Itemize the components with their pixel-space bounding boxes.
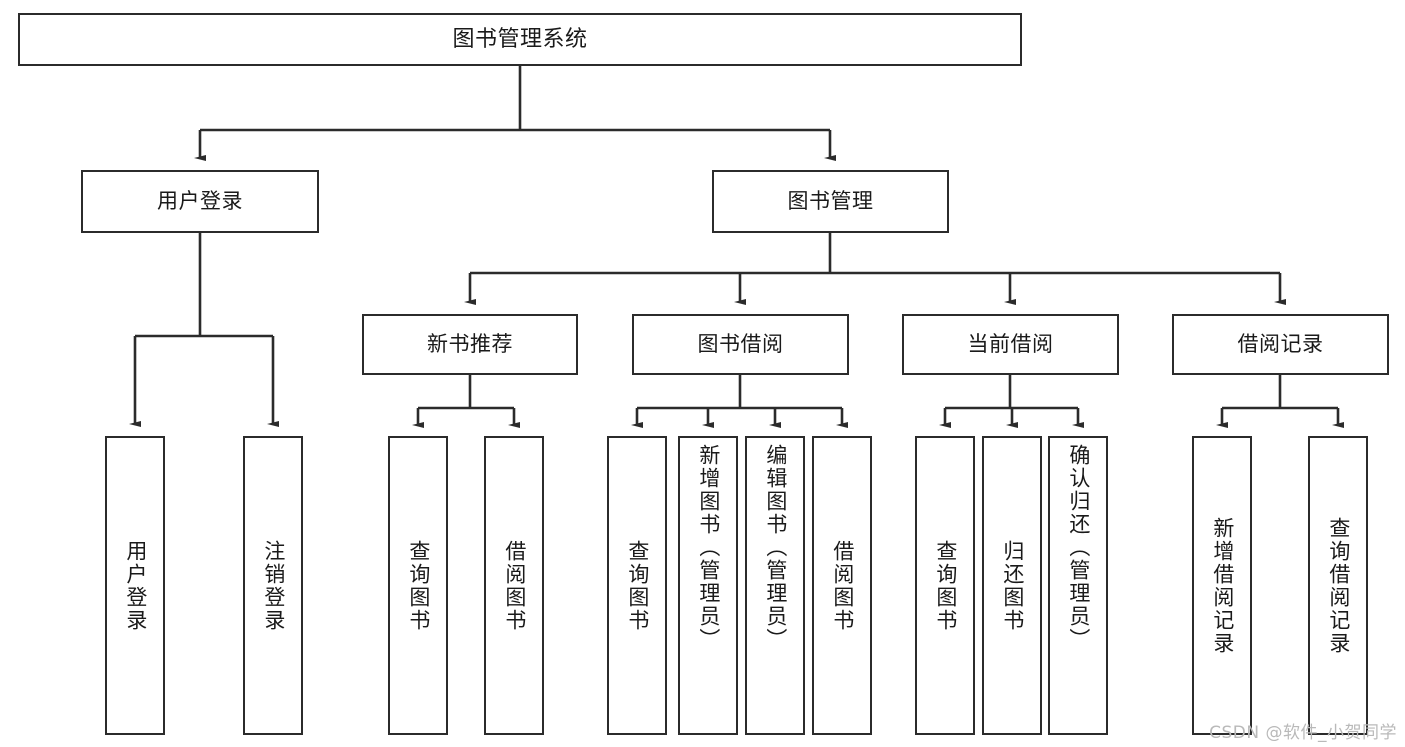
node-leaf-query-borrow-record-label: 查询借阅记录 bbox=[1326, 516, 1351, 655]
node-current-borrow[interactable]: 当前借阅 bbox=[902, 314, 1119, 375]
node-leaf-confirm-return-admin[interactable]: 确认归还（管理员） bbox=[1048, 436, 1108, 735]
node-new-book-recommend[interactable]: 新书推荐 bbox=[362, 314, 578, 375]
node-leaf-borrow-book[interactable]: 借阅图书 bbox=[812, 436, 872, 735]
node-borrow-record-label: 借阅记录 bbox=[1237, 332, 1324, 357]
node-leaf-user-login[interactable]: 用户登录 bbox=[105, 436, 165, 735]
node-leaf-query-borrow-record[interactable]: 查询借阅记录 bbox=[1308, 436, 1368, 735]
node-leaf-logout-login-label: 注销登录 bbox=[261, 539, 286, 632]
node-leaf-user-login-label: 用户登录 bbox=[123, 539, 148, 632]
node-leaf-return-book-label: 归还图书 bbox=[1000, 539, 1025, 632]
node-leaf-confirm-return-admin-label: 确认归还（管理员） bbox=[1066, 444, 1091, 651]
node-leaf-borrow-book-recommend[interactable]: 借阅图书 bbox=[484, 436, 544, 735]
node-leaf-add-borrow-record-label: 新增借阅记录 bbox=[1210, 516, 1235, 655]
node-root-label: 图书管理系统 bbox=[452, 26, 588, 52]
node-leaf-add-book-admin-label: 新增图书（管理员） bbox=[696, 444, 721, 651]
node-book-management-label: 图书管理 bbox=[787, 189, 874, 214]
node-book-borrow[interactable]: 图书借阅 bbox=[632, 314, 849, 375]
node-book-borrow-label: 图书借阅 bbox=[697, 332, 784, 357]
node-leaf-query-book-borrow[interactable]: 查询图书 bbox=[607, 436, 667, 735]
node-leaf-return-book[interactable]: 归还图书 bbox=[982, 436, 1042, 735]
node-root-system[interactable]: 图书管理系统 bbox=[18, 13, 1022, 66]
node-leaf-add-borrow-record[interactable]: 新增借阅记录 bbox=[1192, 436, 1252, 735]
node-leaf-borrow-book-recommend-label: 借阅图书 bbox=[502, 539, 527, 632]
node-leaf-add-book-admin[interactable]: 新增图书（管理员） bbox=[678, 436, 738, 735]
node-leaf-query-book-current-label: 查询图书 bbox=[933, 539, 958, 632]
node-book-management[interactable]: 图书管理 bbox=[712, 170, 949, 233]
node-borrow-record[interactable]: 借阅记录 bbox=[1172, 314, 1389, 375]
node-leaf-query-book-borrow-label: 查询图书 bbox=[625, 539, 650, 632]
node-leaf-query-book-recommend-label: 查询图书 bbox=[406, 539, 431, 632]
node-leaf-borrow-book-label: 借阅图书 bbox=[830, 539, 855, 632]
node-user-login[interactable]: 用户登录 bbox=[81, 170, 319, 233]
node-leaf-edit-book-admin-label: 编辑图书（管理员） bbox=[763, 444, 788, 651]
node-user-login-label: 用户登录 bbox=[157, 189, 243, 214]
node-leaf-edit-book-admin[interactable]: 编辑图书（管理员） bbox=[745, 436, 805, 735]
node-new-book-recommend-label: 新书推荐 bbox=[427, 332, 513, 357]
node-leaf-query-book-recommend[interactable]: 查询图书 bbox=[388, 436, 448, 735]
node-leaf-query-book-current[interactable]: 查询图书 bbox=[915, 436, 975, 735]
node-leaf-logout-login[interactable]: 注销登录 bbox=[243, 436, 303, 735]
node-current-borrow-label: 当前借阅 bbox=[967, 332, 1054, 357]
